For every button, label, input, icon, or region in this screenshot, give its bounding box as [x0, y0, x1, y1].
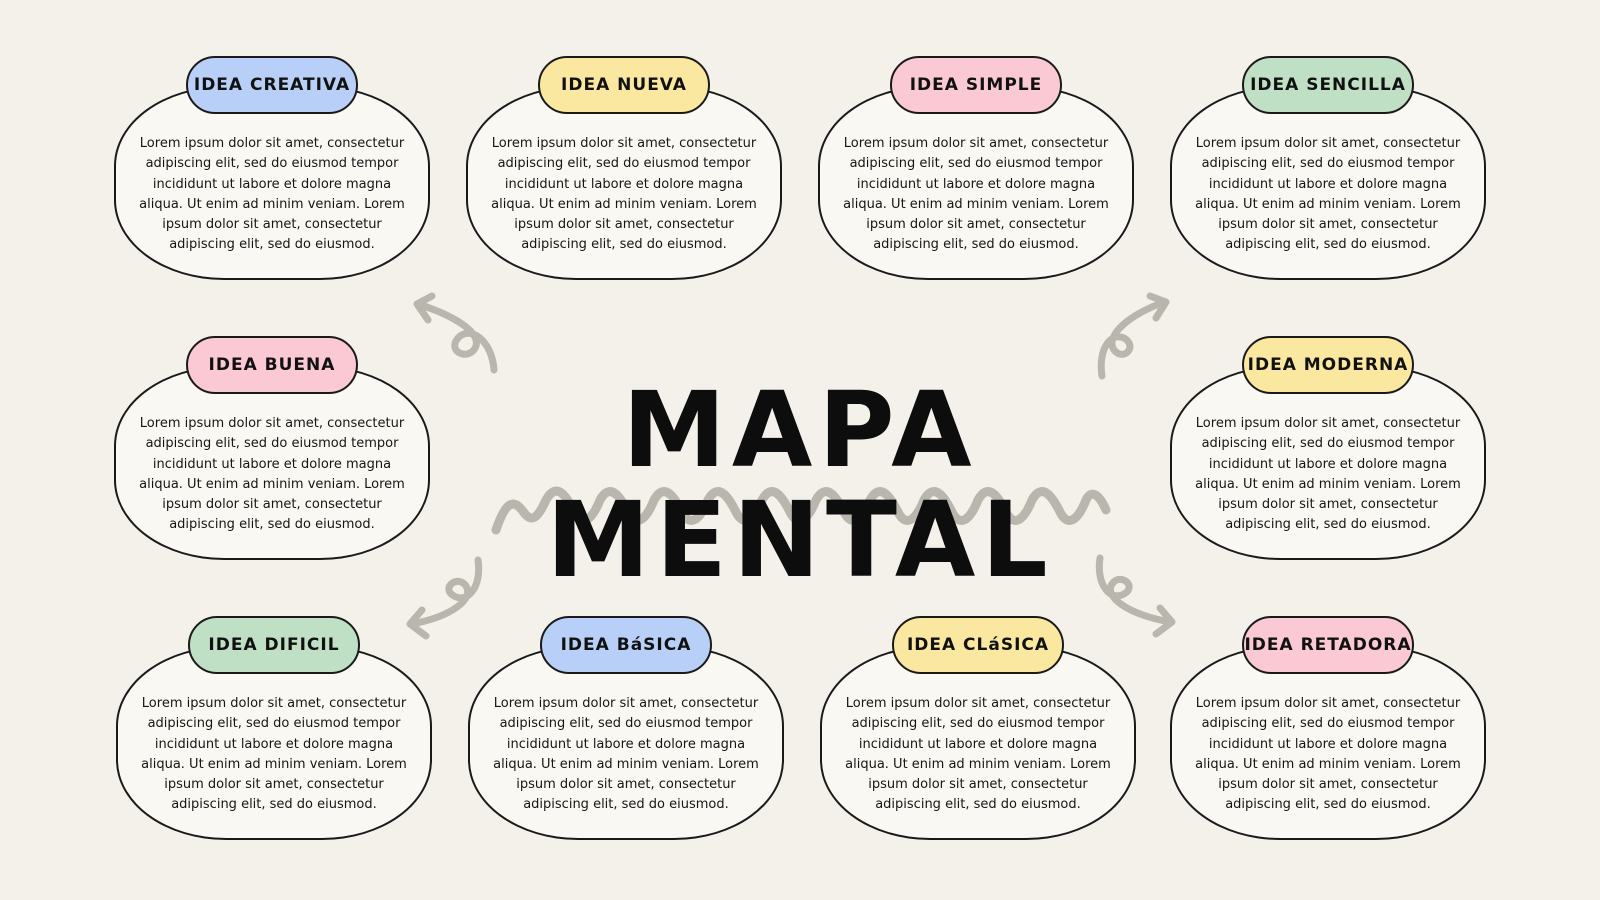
card-idea-sencilla: IDEA SENCILLA Lorem ipsum dolor sit amet… — [1170, 56, 1486, 280]
card-idea-creativa: IDEA CREATIVA Lorem ipsum dolor sit amet… — [114, 56, 430, 280]
card-idea-buena: IDEA BUENA Lorem ipsum dolor sit amet, c… — [114, 336, 430, 560]
arrow-bottom-left-icon — [406, 556, 483, 640]
card-text: Lorem ipsum dolor sit amet, consectetur … — [466, 86, 782, 280]
card-label: IDEA BáSICA — [540, 616, 712, 674]
arrow-top-right-icon — [1097, 292, 1170, 380]
card-text: Lorem ipsum dolor sit amet, consectetur … — [468, 646, 784, 840]
card-idea-moderna: IDEA MODERNA Lorem ipsum dolor sit amet,… — [1170, 336, 1486, 560]
card-text: Lorem ipsum dolor sit amet, consectetur … — [114, 86, 430, 280]
card-idea-dificil: IDEA DIFICIL Lorem ipsum dolor sit amet,… — [116, 616, 432, 840]
arrow-bottom-right-icon — [1095, 554, 1176, 638]
arrow-top-left-icon — [413, 292, 498, 374]
card-text: Lorem ipsum dolor sit amet, consectetur … — [1170, 646, 1486, 840]
card-idea-retadora: IDEA RETADORA Lorem ipsum dolor sit amet… — [1170, 616, 1486, 840]
card-text: Lorem ipsum dolor sit amet, consectetur … — [114, 366, 430, 560]
card-label: IDEA NUEVA — [538, 56, 710, 114]
card-label: IDEA BUENA — [186, 336, 358, 394]
card-idea-clasica: IDEA CLáSICA Lorem ipsum dolor sit amet,… — [820, 616, 1136, 840]
card-label: IDEA MODERNA — [1242, 336, 1414, 394]
card-label: IDEA RETADORA — [1242, 616, 1414, 674]
card-text: Lorem ipsum dolor sit amet, consectetur … — [116, 646, 432, 840]
card-idea-basica: IDEA BáSICA Lorem ipsum dolor sit amet, … — [468, 616, 784, 840]
squiggle-underline — [491, 486, 1111, 535]
card-text: Lorem ipsum dolor sit amet, consectetur … — [1170, 366, 1486, 560]
card-text: Lorem ipsum dolor sit amet, consectetur … — [820, 646, 1136, 840]
card-label: IDEA DIFICIL — [188, 616, 360, 674]
card-idea-simple: IDEA SIMPLE Lorem ipsum dolor sit amet, … — [818, 56, 1134, 280]
card-label: IDEA CREATIVA — [186, 56, 358, 114]
card-idea-nueva: IDEA NUEVA Lorem ipsum dolor sit amet, c… — [466, 56, 782, 280]
card-label: IDEA CLáSICA — [892, 616, 1064, 674]
card-label: IDEA SIMPLE — [890, 56, 1062, 114]
card-text: Lorem ipsum dolor sit amet, consectetur … — [1170, 86, 1486, 280]
card-label: IDEA SENCILLA — [1242, 56, 1414, 114]
card-text: Lorem ipsum dolor sit amet, consectetur … — [818, 86, 1134, 280]
page-title: MAPA MENTAL — [546, 369, 1054, 601]
